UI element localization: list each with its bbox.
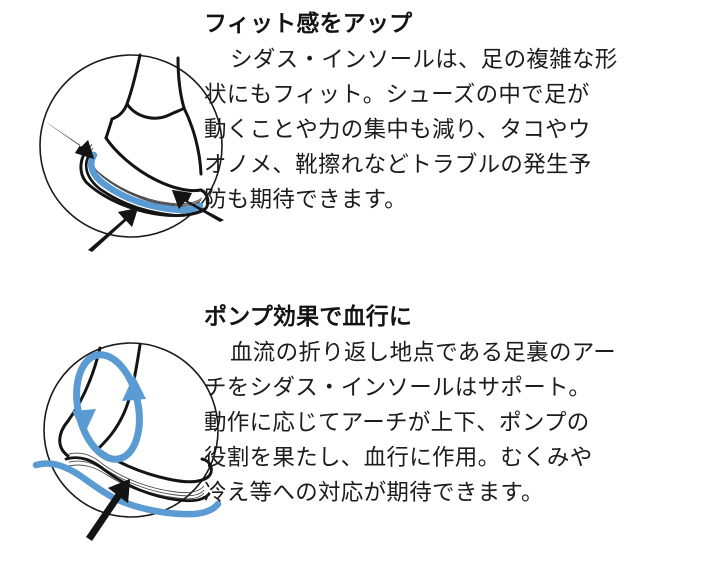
body-line: オノメ、靴擦れなどトラブルの発生予 <box>204 152 592 177</box>
shoe-outline <box>79 53 210 217</box>
body-text-fit: シダス・インソールは、足の複雑な形 状にもフィット。シューズの中で足が 動くこと… <box>204 42 720 217</box>
insole-blue-line <box>88 151 204 214</box>
heading-fit: フィット感をアップ <box>204 10 413 36</box>
body-line: チをシダス・インソールはサポート。 <box>204 375 592 400</box>
pressure-arrow-left <box>46 122 94 159</box>
section-pump: ポンプ効果で血行に 血流の折り返し地点である足裏のアー チをシダス・インソールは… <box>0 293 720 583</box>
text-block-pump: ポンプ効果で血行に 血流の折り返し地点である足裏のアー チをシダス・インソールは… <box>204 301 720 510</box>
body-line: 役割を果たし、血行に作用。むくみや <box>204 445 593 470</box>
pressure-arrow-right <box>172 190 224 222</box>
pressure-arrow-bottom <box>88 208 138 252</box>
section-fit: フィット感をアップ シダス・インソールは、足の複雑な形 状にもフィット。シューズ… <box>0 0 720 290</box>
body-text-pump: 血流の折り返し地点である足裏のアー チをシダス・インソールはサポート。 動作に応… <box>204 335 720 510</box>
body-line: 動作に応じてアーチが上下、ポンプの <box>204 410 590 435</box>
arch-support-arrow <box>86 479 130 541</box>
circulation-arrow-up <box>122 375 146 401</box>
sole-outline <box>64 456 211 503</box>
illustration-shoe-with-insole-arrows <box>28 22 228 252</box>
body-line: 血流の折り返し地点である足裏のアー <box>230 340 617 365</box>
text-block-fit: フィット感をアップ シダス・インソールは、足の複雑な形 状にもフィット。シューズ… <box>204 8 720 217</box>
illustration-foot-arch-circulation-loop <box>28 315 228 545</box>
body-line: 防も期待できます。 <box>204 187 407 212</box>
circulation-arrow-down <box>72 409 96 435</box>
circulation-loop <box>72 351 146 463</box>
circle-frame <box>43 342 219 518</box>
body-line: 冷え等への対応が期待できます。 <box>204 480 544 505</box>
insole-bottom-outline <box>84 150 206 217</box>
body-line: シダス・インソールは、足の複雑な形 <box>230 47 618 72</box>
heading-pump: ポンプ効果で血行に <box>204 303 413 329</box>
body-line: 状にもフィット。シューズの中で足が <box>204 82 590 107</box>
body-line: 動くことや力の集中も減り、タコやウ <box>204 117 591 142</box>
